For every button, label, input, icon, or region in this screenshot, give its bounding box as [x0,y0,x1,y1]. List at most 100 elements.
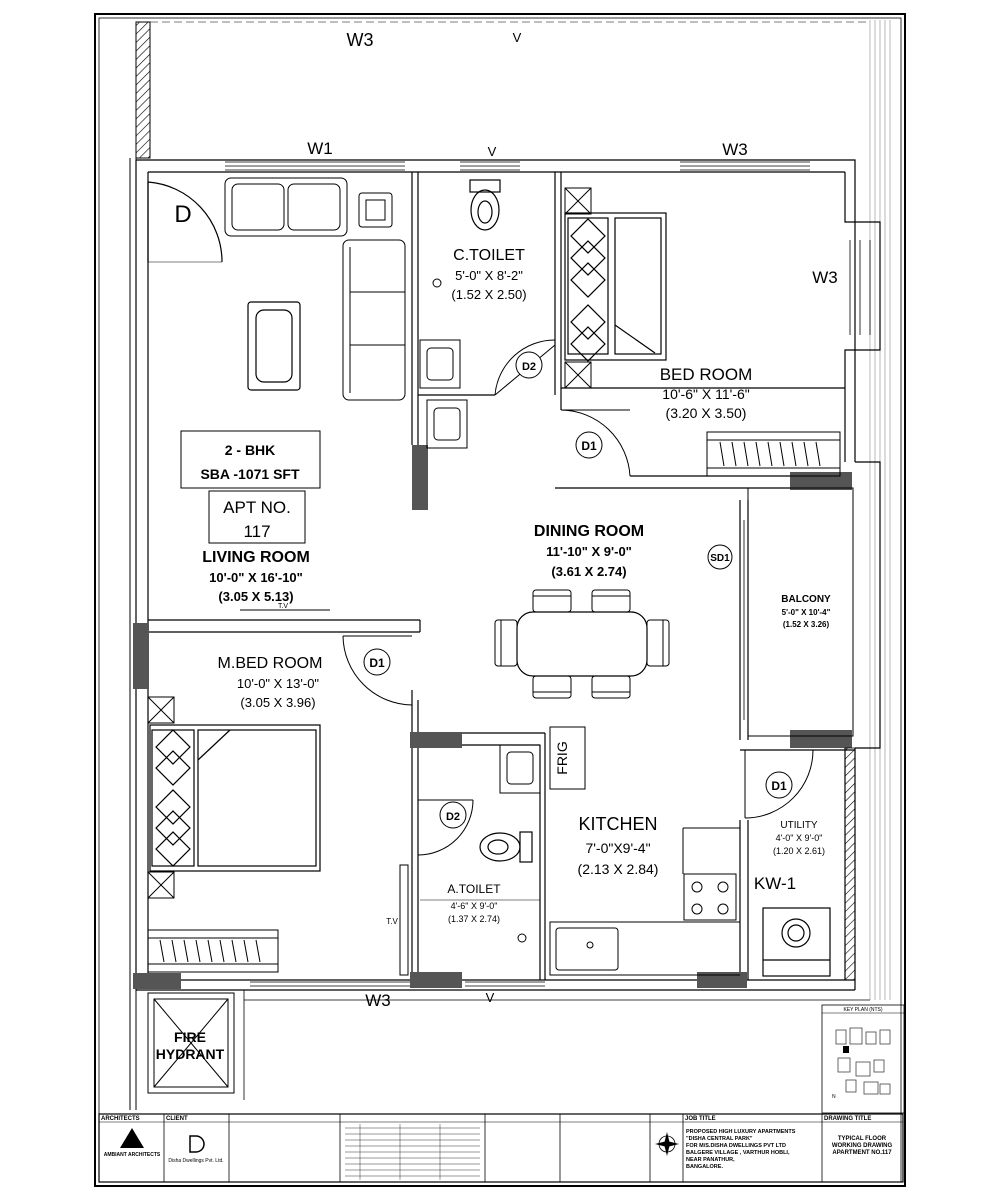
drawing-title-label: DRAWING TITLE [824,1116,871,1122]
shower-atoilet [517,933,527,943]
tag-sd1 [707,544,733,570]
project-line-5: NEAR PANATHUR, [686,1157,735,1163]
utility-hatched-wall [844,747,856,981]
pillows-bedroom [570,218,606,362]
utility-size-m: (1.20 X 2.61) [773,846,825,856]
architect-logo-icon [120,1128,144,1148]
sliding-door-sd1[interactable] [739,520,745,720]
balcony-name: BALCONY [781,594,831,605]
project-line-2: "DISHA CENTRAL PARK" [686,1136,753,1142]
label-frig: FRIG [554,741,570,774]
wc-atoilet [479,831,533,863]
label-kw1: KW-1 [754,874,796,893]
window-w3-right[interactable] [849,240,871,335]
door-d1-utility[interactable] [744,749,814,819]
bedroom-size-m: (3.20 X 3.50) [666,405,747,421]
balcony-outline [747,487,854,737]
window-w3-top[interactable] [680,161,810,171]
fire-hydrant-shaft [147,992,235,1094]
label-v-bottom: V [486,990,495,1005]
fire-hydrant-line1: FIRE [174,1029,206,1045]
washing-machine [762,907,831,977]
balcony-size-ft: 5'-0" X 10'-4" [782,608,831,617]
north-mark: N [832,1094,836,1100]
tag-d2-ctoilet [515,351,543,379]
shower-ctoilet [432,278,442,288]
living-name: LIVING ROOM [202,549,310,566]
window-v-bottom[interactable] [465,981,545,987]
tag-sd1-text: SD1 [710,553,730,564]
bhk-text: 2 - BHK [225,442,276,458]
kitchen-size-m: (2.13 X 2.84) [578,861,659,877]
compass-icon [655,1132,679,1156]
tag-d2-ctoilet-text: D2 [522,361,536,373]
label-w3-bottom: W3 [365,991,391,1010]
bedroom-name: BED ROOM [660,365,753,384]
mbed-name: M.BED ROOM [218,655,323,672]
client-logo-icon [189,1135,205,1153]
fire-hydrant-line2: HYDRANT [156,1046,225,1062]
window-v-top[interactable] [460,161,520,171]
schedule-table [345,1124,480,1180]
washbasin-ctoilet [419,339,461,389]
kitchen-sink [555,927,619,971]
tag-d1-bedroom-text: D1 [581,439,597,453]
ctoilet-size-ft: 5'-0" X 8'-2" [455,268,523,283]
ctoilet-size-m: (1.52 X 2.50) [451,287,526,302]
atoilet-size-ft: 4'-6" X 9'-0" [451,901,498,911]
key-plan: KEY PLAN (NTS) N [821,1004,905,1114]
project-line-6: BANGALORE. [686,1164,723,1170]
atoilet-size-m: (1.37 X 2.74) [448,914,500,924]
kitchen-name: KITCHEN [578,814,657,834]
dining-size-m: (3.61 X 2.74) [551,564,626,579]
label-v-ctoilet: V [488,144,497,159]
living-size-m: (3.05 X 5.13) [218,589,293,604]
kitchen-counter [549,827,741,976]
door-d2-atoilet[interactable] [417,799,474,856]
label-tv-mbed: T.V [386,917,398,926]
label-w1: W1 [307,139,333,158]
label-w3-top: W3 [347,30,374,50]
label-tv-living: T.V [278,603,288,610]
atoilet-name: A.TOILET [447,882,501,896]
window-w3-bottom[interactable] [250,981,410,987]
tag-d1-utility [765,771,793,799]
architect-name: AMBIANT ARCHITECTS [104,1152,161,1158]
door-d1-mbed[interactable] [342,635,413,706]
side-tables-bedroom [564,187,592,389]
dining-chairs [494,589,670,699]
bed-mbed [149,724,321,872]
drawing-title-line-1: TYPICAL FLOOR [838,1136,887,1142]
bed-bedroom [564,212,667,361]
utility-name: UTILITY [780,820,818,831]
drawing-title-line-2: WORKING DRAWING [832,1143,893,1149]
sofa-armchairs [224,177,348,237]
client-label: CLIENT [166,1116,188,1122]
tag-d2-atoilet [439,801,467,829]
washbasin-dining [426,399,468,449]
washbasin-atoilet [499,744,541,794]
mbed-size-m: (3.05 X 3.96) [240,695,315,710]
dining-table [516,611,648,677]
main-door[interactable] [147,181,223,263]
door-d1-bedroom[interactable] [560,409,631,477]
coffee-table [247,301,301,391]
hob [683,873,737,921]
interior-walls [148,172,855,980]
pillows-mbed [155,729,191,867]
apt-label: APT NO. [223,498,291,517]
dining-size-ft: 11'-10" X 9'-0" [546,544,632,559]
project-line-4: BALGERE VILLAGE , VARTHUR HOBLI, [686,1150,790,1156]
sba-text: SBA -1071 SFT [200,466,300,482]
utility-size-ft: 4'-0" X 9'-0" [776,833,823,843]
wc-ctoilet [469,179,501,231]
label-main-door: D [174,201,191,228]
side-tables-mbed [147,696,175,899]
lamp-table [358,192,393,228]
label-w3-bedroom: W3 [722,140,748,159]
dining-name: DINING ROOM [534,523,644,540]
tag-d2-atoilet-text: D2 [446,811,460,823]
bhk-box [180,430,321,489]
window-w1[interactable] [225,161,405,171]
